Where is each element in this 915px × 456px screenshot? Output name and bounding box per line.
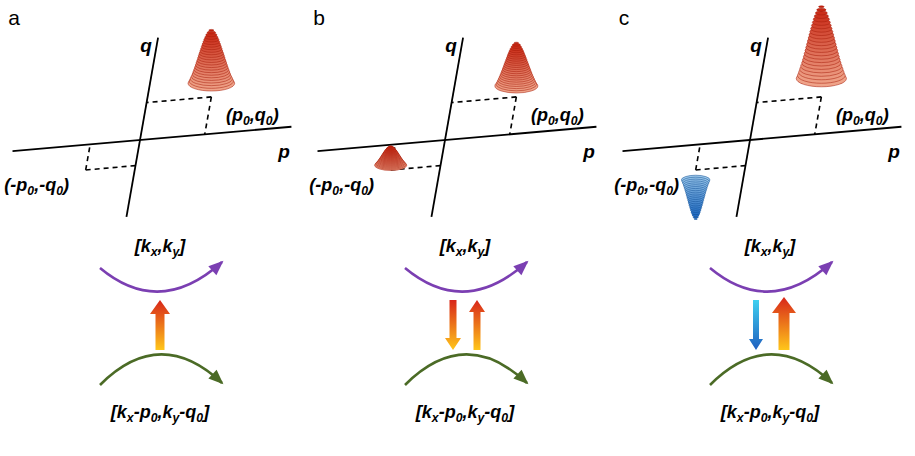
projection-line — [147, 97, 212, 103]
upper-band — [710, 262, 832, 292]
band-label: [kx,ky] — [135, 237, 186, 257]
transition-arrow — [772, 297, 796, 350]
gaussian-peak — [375, 146, 407, 171]
contour-ring — [817, 8, 826, 11]
band-arrowhead — [513, 370, 528, 385]
band-arrowhead — [818, 370, 833, 385]
projection-line — [86, 166, 136, 170]
band-arrowhead — [208, 261, 223, 276]
band-label: [kx-p0,ky-q0] — [416, 403, 514, 423]
point-label: (p0,q0) — [836, 106, 889, 126]
contour-ring — [209, 29, 214, 31]
panel — [622, 6, 901, 385]
lower-band — [710, 354, 832, 385]
point-label: (-p0,-q0) — [4, 176, 69, 196]
gaussian-peak — [681, 175, 710, 219]
axis-label: q — [445, 36, 457, 57]
panel — [317, 38, 596, 385]
contour-ring — [387, 147, 395, 150]
band-label: [kx-p0,ky-q0] — [721, 403, 819, 423]
q-axis — [126, 38, 158, 217]
projection-line — [815, 97, 822, 134]
point-label: (-p0,-q0) — [614, 176, 679, 196]
band-label: [kx,ky] — [440, 237, 491, 257]
contour-ring — [389, 146, 393, 147]
point-label: (p0,q0) — [531, 106, 584, 126]
gaussian-peak — [188, 29, 235, 91]
transition-arrow — [445, 300, 461, 350]
projection-line — [696, 166, 746, 170]
gaussian-peak — [796, 6, 846, 87]
band-label: [kx,ky] — [745, 237, 796, 257]
axis-label: q — [750, 36, 762, 57]
axis-label: p — [278, 142, 290, 163]
point-label: (-p0,-q0) — [309, 176, 374, 196]
projection-line — [86, 144, 91, 170]
contour-ring — [693, 216, 698, 218]
projection-line — [757, 97, 822, 103]
gaussian-peak — [495, 42, 538, 93]
panel-letter: c — [619, 6, 630, 29]
projection-line — [452, 97, 517, 103]
p-axis — [12, 127, 291, 151]
band-arrowhead — [208, 370, 223, 385]
lower-band — [405, 354, 527, 385]
band-label: [kx-p0,ky-q0] — [111, 403, 209, 423]
projection-line — [696, 144, 701, 170]
band-arrowhead — [818, 261, 833, 276]
transition-arrow — [749, 300, 763, 350]
p-axis — [317, 127, 596, 151]
contour-ring — [207, 31, 216, 34]
projection-line — [510, 97, 517, 134]
lower-band — [100, 354, 222, 385]
transition-arrow — [469, 300, 485, 350]
panel — [12, 29, 291, 385]
contour-ring — [514, 42, 519, 44]
transition-arrow — [150, 300, 170, 350]
q-axis — [736, 38, 768, 217]
contour-ring — [694, 218, 697, 219]
contour-ring — [388, 146, 394, 148]
panel-letter: b — [313, 6, 325, 29]
upper-band — [100, 262, 222, 292]
upper-band — [405, 262, 527, 292]
panel-letter: a — [8, 6, 20, 29]
point-label: (p0,q0) — [226, 106, 279, 126]
axis-label: q — [140, 36, 152, 57]
q-axis — [431, 38, 463, 217]
contour-ring — [819, 6, 825, 8]
p-axis — [622, 127, 901, 151]
projection-line — [205, 97, 212, 134]
axis-label: p — [583, 142, 595, 163]
axis-label: p — [888, 142, 900, 163]
band-arrowhead — [513, 261, 528, 276]
